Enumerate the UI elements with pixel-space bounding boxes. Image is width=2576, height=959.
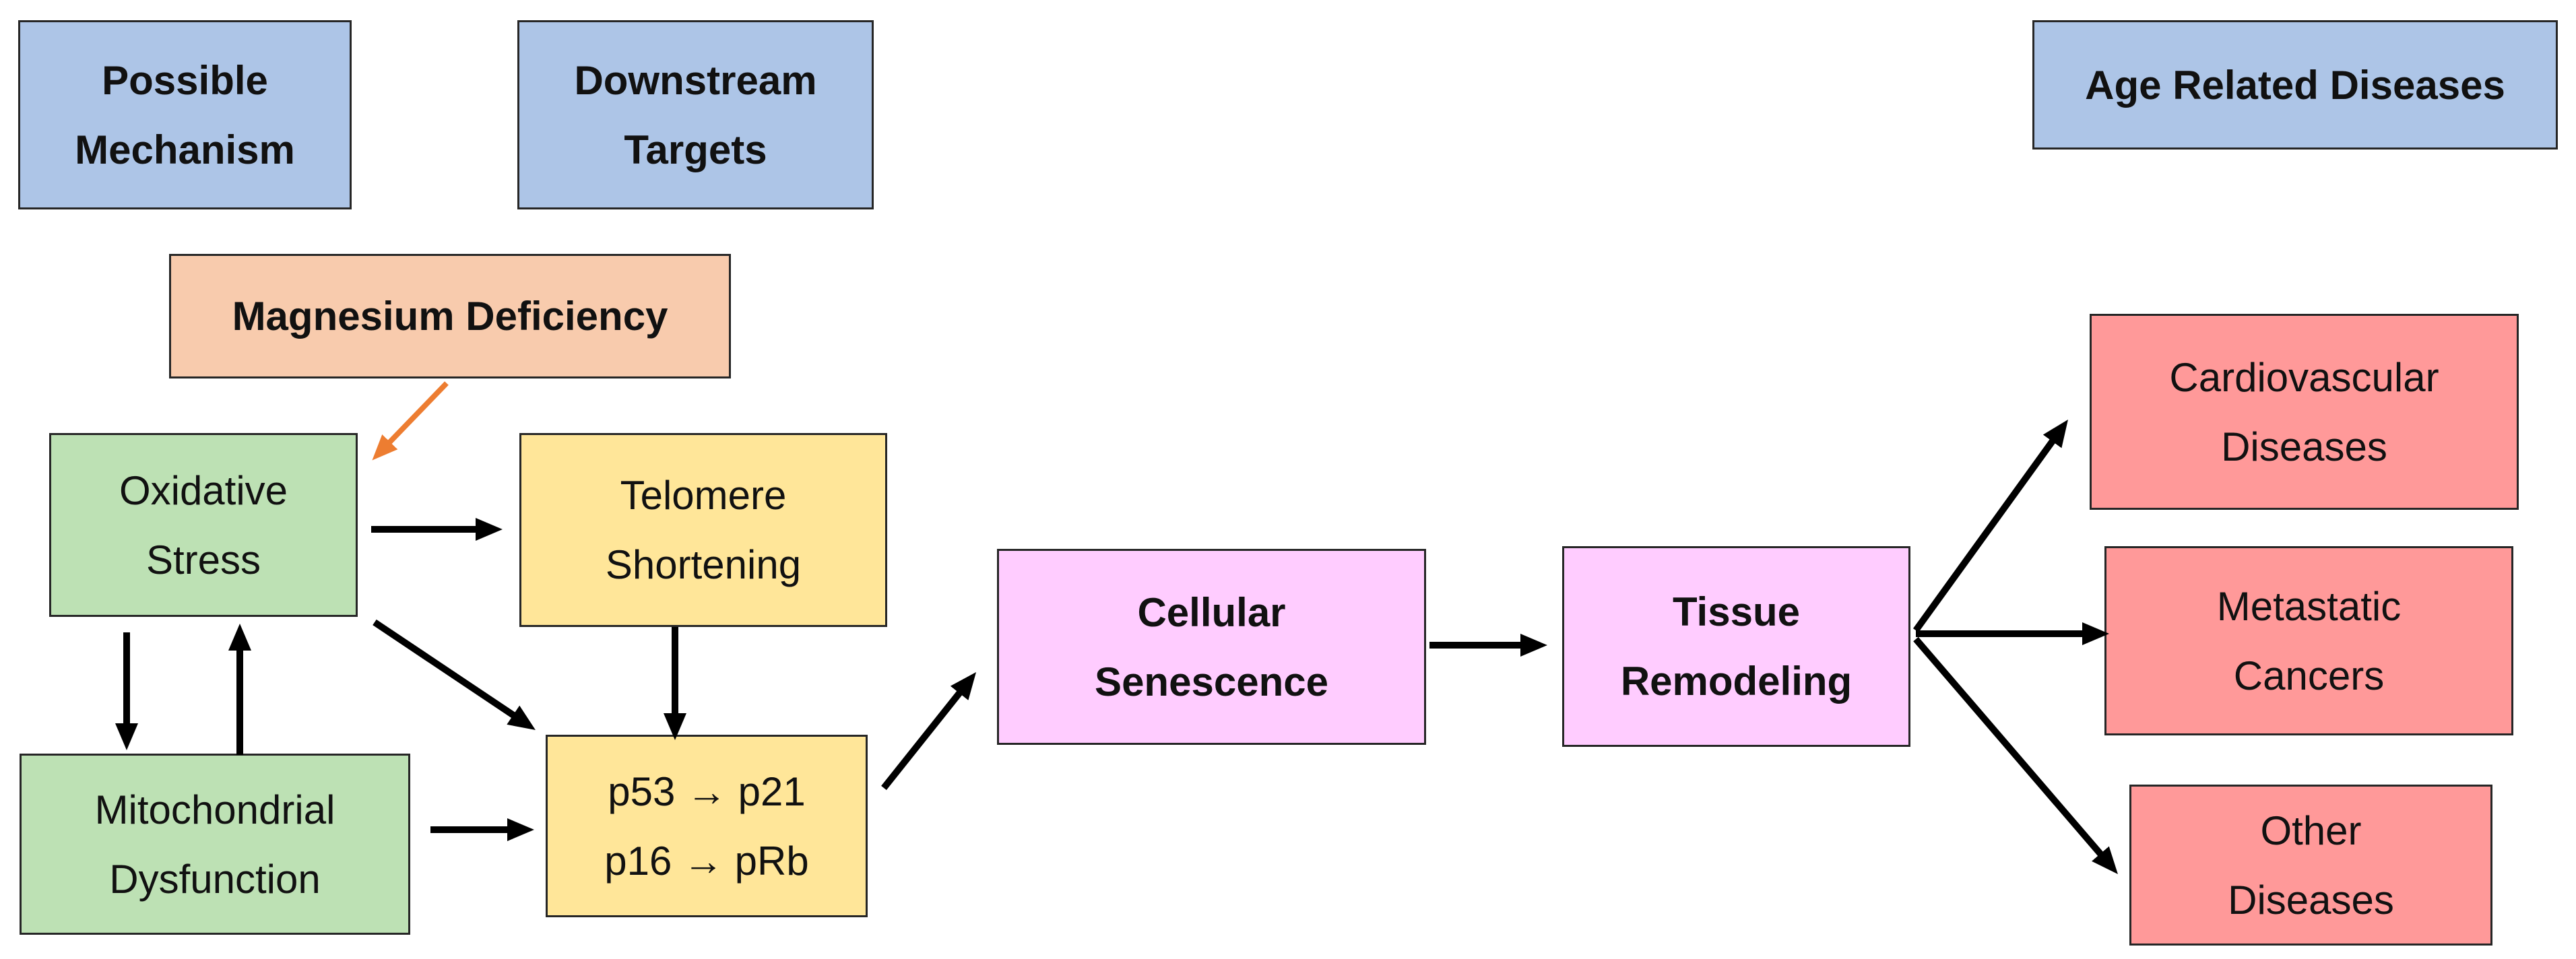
arrow-remodeling-to-cardiovascular xyxy=(1912,419,2068,632)
node-tissue-remodeling: Tissue Remodeling xyxy=(1562,546,1910,747)
node-magnesium-deficiency-label: Magnesium Deficiency xyxy=(232,294,668,339)
node-oxidative-stress-label: Oxidative Stress xyxy=(119,467,288,583)
header-downstream-targets-label: Downstream Targets xyxy=(574,57,817,172)
node-metastatic-cancers-label: Metastatic Cancers xyxy=(2216,583,2402,698)
node-p53-p16-pathway: p53 → p21 p16 → pRb xyxy=(546,735,868,917)
node-other-diseases-label: Other Diseases xyxy=(2228,807,2394,923)
node-mitochondrial-dysfunction: Mitochondrial Dysfunction xyxy=(20,754,410,935)
node-tissue-remodeling-label: Tissue Remodeling xyxy=(1620,589,1853,704)
node-oxidative-stress: Oxidative Stress xyxy=(49,433,358,617)
node-magnesium-deficiency: Magnesium Deficiency xyxy=(169,254,731,378)
header-possible-mechanism-label: Possible Mechanism xyxy=(75,57,295,172)
node-other-diseases: Other Diseases xyxy=(2129,785,2492,946)
header-age-related-diseases-label: Age Related Diseases xyxy=(2085,62,2505,108)
header-downstream-targets: Downstream Targets xyxy=(517,20,874,209)
node-mitochondrial-dysfunction-label: Mitochondrial Dysfunction xyxy=(94,787,335,902)
node-metastatic-cancers: Metastatic Cancers xyxy=(2104,546,2513,735)
node-telomere-shortening: Telomere Shortening xyxy=(519,433,887,627)
node-cardiovascular-diseases-label: Cardiovascular Diseases xyxy=(2169,354,2439,469)
arrow-remodeling-to-other xyxy=(1913,636,2118,875)
node-cellular-senescence-label: Cellular Senescence xyxy=(1095,589,1328,704)
arrow-magnesium-to-oxidative xyxy=(372,381,449,461)
node-cellular-senescence: Cellular Senescence xyxy=(997,549,1426,745)
header-possible-mechanism: Possible Mechanism xyxy=(18,20,352,209)
node-cardiovascular-diseases: Cardiovascular Diseases xyxy=(2090,314,2519,510)
arrow-p53-to-senescence xyxy=(881,672,977,791)
header-age-related-diseases: Age Related Diseases xyxy=(2032,20,2558,150)
node-telomere-shortening-label: Telomere Shortening xyxy=(605,473,802,587)
node-p53-p16-pathway-label: p53 → p21 p16 → pRb xyxy=(604,768,809,884)
arrow-oxidative-to-p53 xyxy=(373,619,536,730)
